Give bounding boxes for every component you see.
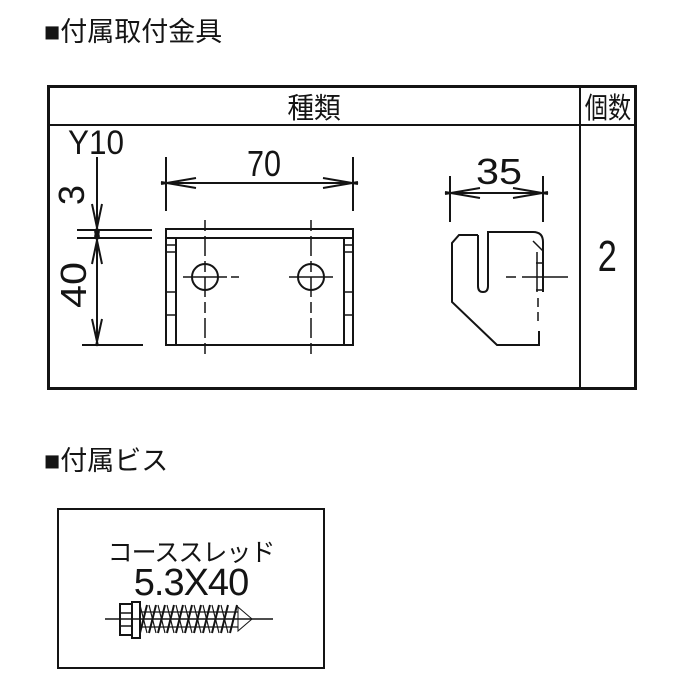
parts-table: 種類 個数 2 [47,85,637,390]
col-header-qty-cell: 個数 [579,88,634,125]
screw-box [57,508,325,669]
section-heading-mounting-brackets: ■付属取付金具 [44,17,223,47]
col-header-type-cell: 種類 [50,88,579,125]
bracket-qty-value: 2 [597,231,618,281]
section-heading-screws: ■付属ビス [44,446,169,476]
bracket-qty-cell: 2 [579,126,634,387]
screw-size-label: 5.3X40 [133,562,249,604]
col-header-qty: 個数 [584,93,631,125]
screw-type-label: コーススレッド [107,539,276,567]
parts-table-row: 2 [50,126,634,387]
col-header-type: 種類 [287,93,342,125]
parts-table-header: 種類 個数 [50,88,634,126]
bracket-drawing-cell [50,126,579,387]
